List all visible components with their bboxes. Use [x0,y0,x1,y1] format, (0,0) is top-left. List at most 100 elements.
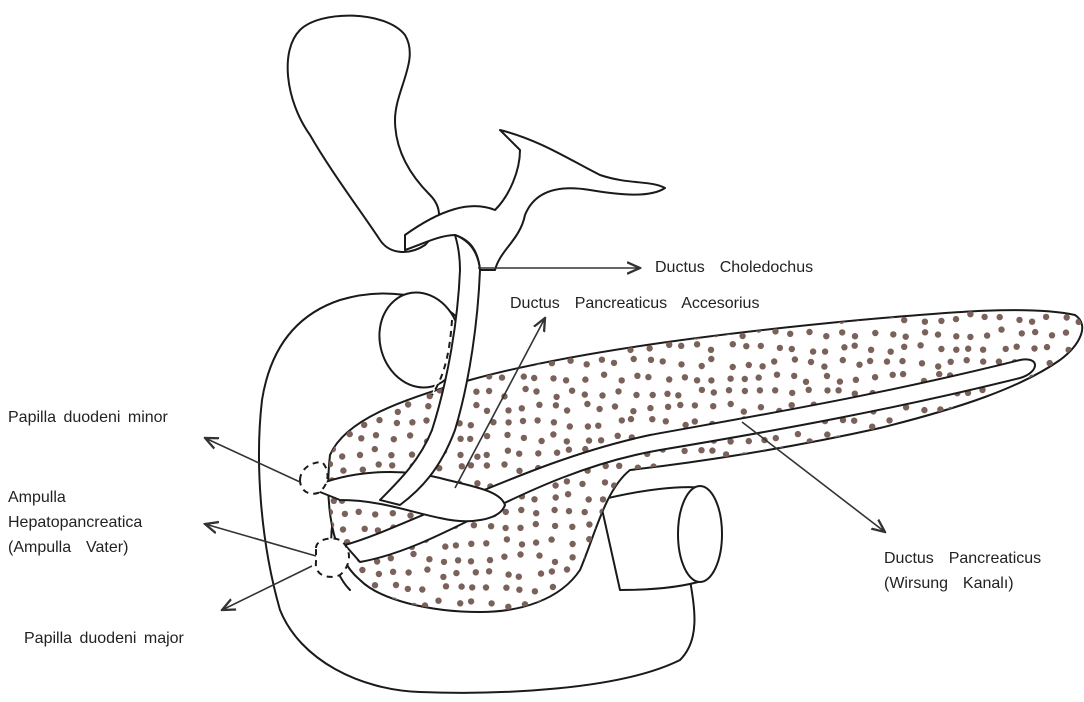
tissue-dot [486,568,492,574]
tissue-dot [602,551,608,557]
tissue-dot [890,331,896,337]
tissue-dot [824,583,830,589]
tissue-dot [501,554,507,560]
tissue-dot [778,587,784,593]
tissue-dot [582,376,588,382]
tissue-dot [883,483,889,489]
tissue-dot [852,527,858,533]
tissue-dot [1076,499,1082,505]
tissue-dot [1066,405,1072,411]
tissue-dot [327,461,333,467]
tissue-dot [650,463,656,469]
tissue-dot [803,379,809,385]
tissue-dot [742,388,748,394]
tissue-dot [419,586,425,592]
tissue-dot [360,467,366,473]
tissue-dot [327,597,333,603]
tissue-dot [692,478,698,484]
tissue-dot [1076,511,1082,517]
tissue-dot [948,600,954,606]
tissue-dot [772,328,778,334]
tissue-dot [1003,482,1009,488]
tissue-dot [407,512,413,518]
tissue-dot [873,477,879,483]
tissue-dot [487,557,493,563]
tissue-dot [489,361,495,367]
tissue-dot [340,467,346,473]
tissue-dot [886,417,892,423]
tissue-dot [440,574,446,580]
tissue-dot [330,388,336,394]
tissue-dot [586,496,592,502]
tissue-dot [678,361,684,367]
tissue-dot [822,348,828,354]
tissue-dot [506,327,512,333]
tissue-dot [1000,408,1006,414]
tissue-dot [851,418,857,424]
tissue-dot [758,404,764,410]
tissue-dot [805,479,811,485]
tissue-dot [857,436,863,442]
tissue-dot [979,423,985,429]
tissue-dot [756,581,762,587]
tissue-dot [502,525,508,531]
tissue-dot [646,345,652,351]
tissue-dot [516,587,522,593]
tissue-dot [1047,404,1053,410]
tissue-dot [823,333,829,339]
tissue-dot [551,419,557,425]
label-papilla-duodeni-major: Papilla duodeni major [24,628,184,650]
tissue-dot [710,403,716,409]
tissue-dot [932,513,938,519]
tissue-dot [345,597,351,603]
tissue-dot [916,435,922,441]
tissue-dot [599,392,605,398]
tissue-dot [521,435,527,441]
tissue-dot [790,521,796,527]
tissue-dot [586,521,592,527]
tissue-dot [726,387,732,393]
tissue-dot [486,388,492,394]
tissue-dot [1019,330,1025,336]
tissue-dot [372,446,378,452]
tissue-dot [922,319,928,325]
tissue-dot [567,358,573,364]
tissue-dot [840,357,846,363]
arrow-papilla-duodeni-major [222,566,312,610]
tissue-dot [904,448,910,454]
tissue-dot [903,598,909,604]
tissue-dot [1080,553,1084,559]
tissue-dot [1029,603,1035,609]
tissue-dot [536,402,542,408]
tissue-dot [1017,522,1023,528]
tissue-dot [867,358,873,364]
tissue-dot [360,342,366,348]
tissue-dot [628,317,634,323]
tissue-dot [564,566,570,572]
tissue-dot [855,464,861,470]
tissue-dot [340,313,346,319]
tissue-dot [566,447,572,453]
tissue-dot [951,467,957,473]
tissue-dot [795,431,801,437]
tissue-dot [852,448,858,454]
tissue-dot [505,604,511,610]
tissue-dot [531,375,537,381]
tissue-dot [505,407,511,413]
tissue-dot [1027,404,1033,410]
tissue-dot [682,374,688,380]
tissue-dot [777,558,783,564]
tissue-dot [650,392,656,398]
tissue-dot [423,417,429,423]
tissue-dot [792,316,798,322]
tissue-dot [840,481,846,487]
tissue-dot [360,386,366,392]
tissue-dot [504,536,510,542]
tissue-dot [953,333,959,339]
tissue-dot [953,452,959,458]
tissue-dot [985,448,991,454]
tissue-dot [566,508,572,514]
tissue-dot [585,327,591,333]
tissue-dot [516,451,522,457]
tissue-dot [1076,419,1082,425]
